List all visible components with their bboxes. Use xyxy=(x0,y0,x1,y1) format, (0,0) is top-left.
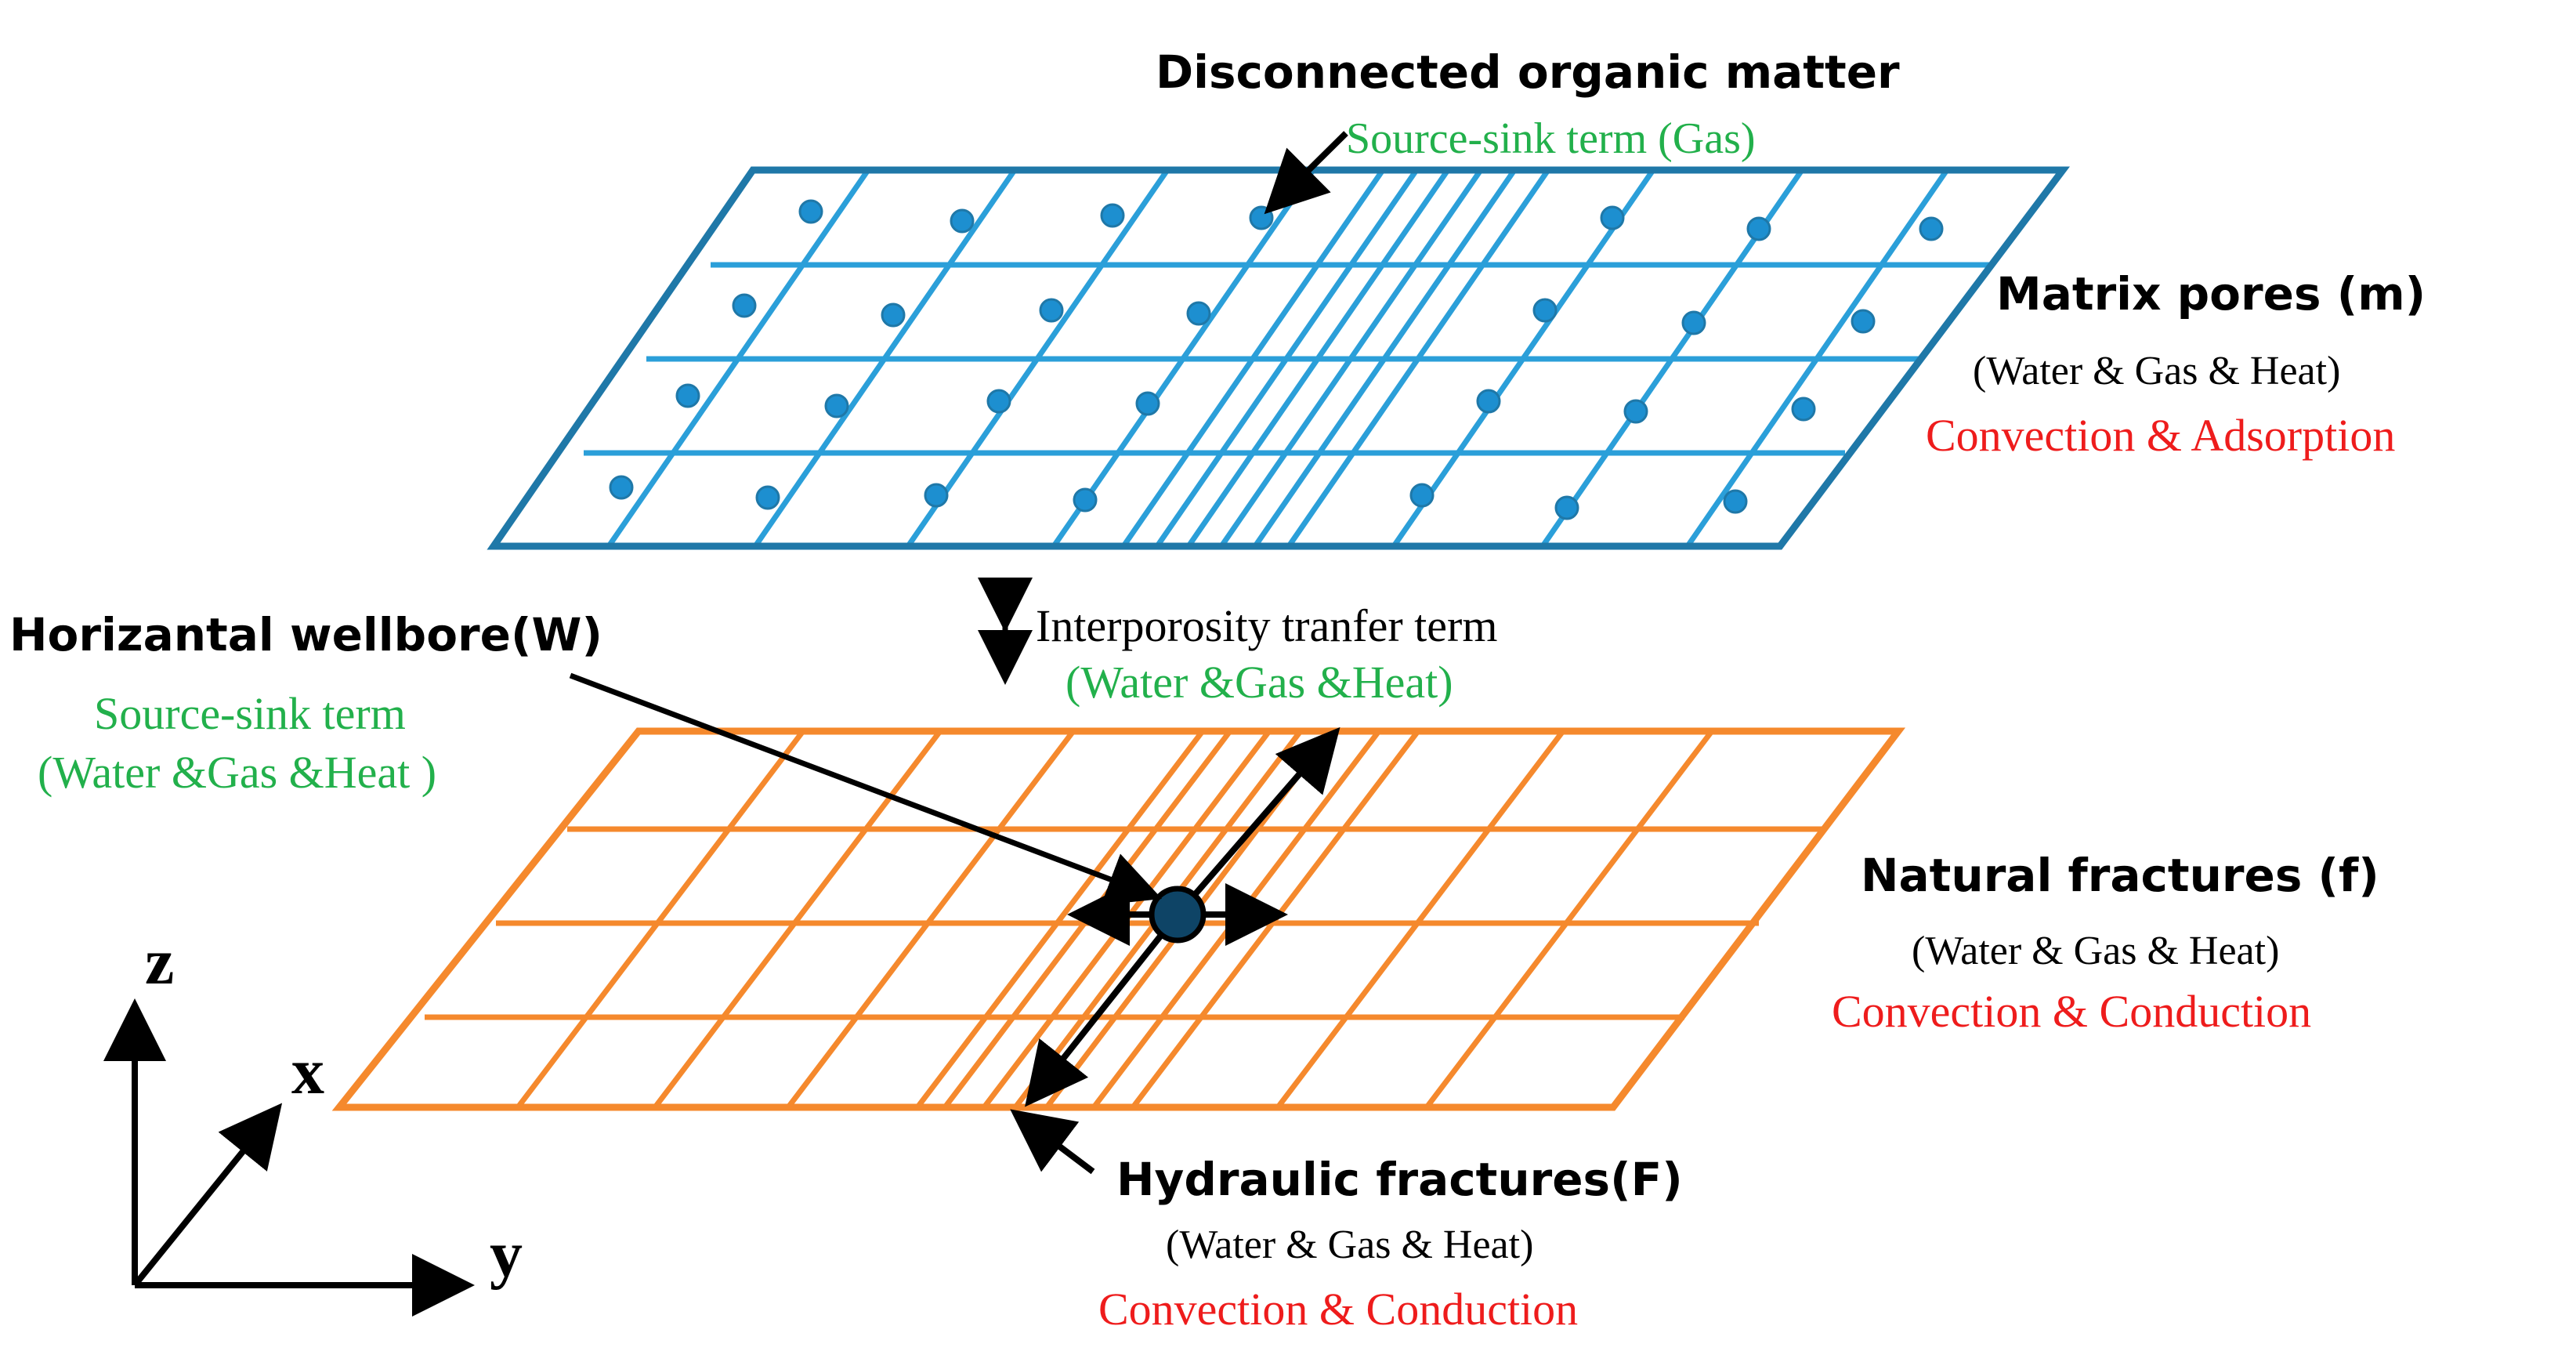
organic-matter-dot xyxy=(950,208,975,234)
matrix-grid-lines xyxy=(584,168,1990,548)
organic-matter-dot xyxy=(1919,216,1944,241)
matrix-mechanism-label: Convection & Adsorption xyxy=(1926,410,2395,461)
hydraulic-phases-label: (Water & Gas & Heat) xyxy=(1166,1223,1533,1267)
organic-matter-dot xyxy=(1100,203,1125,228)
organic-matter-dot xyxy=(1409,483,1435,508)
organic-matter-dot xyxy=(609,475,634,500)
wellbore-node xyxy=(1149,886,1207,944)
y-axis-label: y xyxy=(490,1218,523,1291)
natural-fractures-layer xyxy=(331,727,1906,1111)
source-sink-gas-label: Source-sink term (Gas) xyxy=(1346,114,1756,163)
organic-matter-dot xyxy=(824,393,849,418)
organic-matter-dot xyxy=(986,389,1011,414)
wellbore-title: Horizantal wellbore(W) xyxy=(9,608,602,661)
organic-matter-dot xyxy=(1723,489,1748,514)
organic-matter-dot xyxy=(1554,495,1579,520)
organic-matter-dot xyxy=(1532,298,1558,323)
natural-phases-label: (Water & Gas & Heat) xyxy=(1912,929,2279,973)
x-axis xyxy=(132,1103,283,1288)
fracture-vertical-line xyxy=(786,729,1076,1110)
organic-matter-dot xyxy=(798,199,823,224)
organic-matter-dot xyxy=(1135,391,1160,416)
organic-matter-dot xyxy=(924,483,949,508)
fracture-vertical-line xyxy=(1275,729,1565,1110)
natural-fractures-title: Natural fractures (f) xyxy=(1861,849,2379,902)
fracture-vertical-line xyxy=(1424,729,1714,1110)
matrix-phases-label: (Water & Gas & Heat) xyxy=(1973,349,2340,393)
fracture-vertical-line xyxy=(982,729,1272,1110)
organic-matter-dot xyxy=(1073,487,1098,513)
fracture-vertical-line xyxy=(516,729,805,1110)
fracture-grid-lines xyxy=(425,729,1825,1110)
natural-mechanism-label: Convection & Conduction xyxy=(1832,986,2311,1037)
fracture-vertical-line xyxy=(915,729,1205,1110)
fracture-vertical-line xyxy=(1091,729,1381,1110)
hydraulic-mechanism-label: Convection & Conduction xyxy=(1098,1284,1578,1335)
organic-matter-dot xyxy=(1186,301,1211,326)
coordinate-axes xyxy=(103,998,475,1317)
wellbore-term-label: Source-sink term xyxy=(94,688,406,739)
disconnected-organic-matter-label: Disconnected organic matter xyxy=(1156,45,1900,99)
fracture-vertical-line xyxy=(653,729,942,1110)
organic-matter-dot xyxy=(1681,310,1706,335)
organic-matter-pointer-arrow xyxy=(1264,131,1348,215)
hydraulic-fracture-line xyxy=(1174,726,1340,917)
organic-matter-dots xyxy=(609,199,1944,520)
organic-matter-dot xyxy=(1851,309,1876,334)
matrix-pores-layer xyxy=(487,166,2071,550)
organic-matter-dot xyxy=(1039,298,1064,323)
hydraulic-fracture-line-lower xyxy=(1025,912,1181,1107)
matrix-layer-border xyxy=(487,166,2071,550)
organic-matter-dot xyxy=(675,383,700,408)
organic-matter-dot xyxy=(1791,397,1816,422)
organic-matter-dot xyxy=(881,302,906,328)
interporosity-title: Interporosity tranfer term xyxy=(1036,600,1497,651)
matrix-pores-title: Matrix pores (m) xyxy=(1996,267,2426,321)
x-axis-label: x xyxy=(291,1035,324,1108)
z-axis-label: z xyxy=(145,926,174,998)
wellbore-phases-label: (Water &Gas &Heat ) xyxy=(38,747,436,798)
organic-matter-dot xyxy=(1600,205,1625,230)
hydraulic-fractures-title: Hydraulic fractures(F) xyxy=(1116,1153,1683,1206)
hydraulic-pointer-arrow xyxy=(1010,1109,1095,1175)
organic-matter-dot xyxy=(1476,389,1501,414)
interporosity-phases-label: (Water &Gas &Heat) xyxy=(1065,657,1453,708)
organic-matter-dot xyxy=(1746,216,1771,241)
organic-matter-dot xyxy=(1249,205,1274,230)
organic-matter-dot xyxy=(732,293,757,318)
fracture-layer-border xyxy=(331,727,1906,1111)
organic-matter-dot xyxy=(755,485,780,510)
organic-matter-dot xyxy=(1623,399,1648,424)
wellbore-pointer-arrow xyxy=(569,672,1163,905)
